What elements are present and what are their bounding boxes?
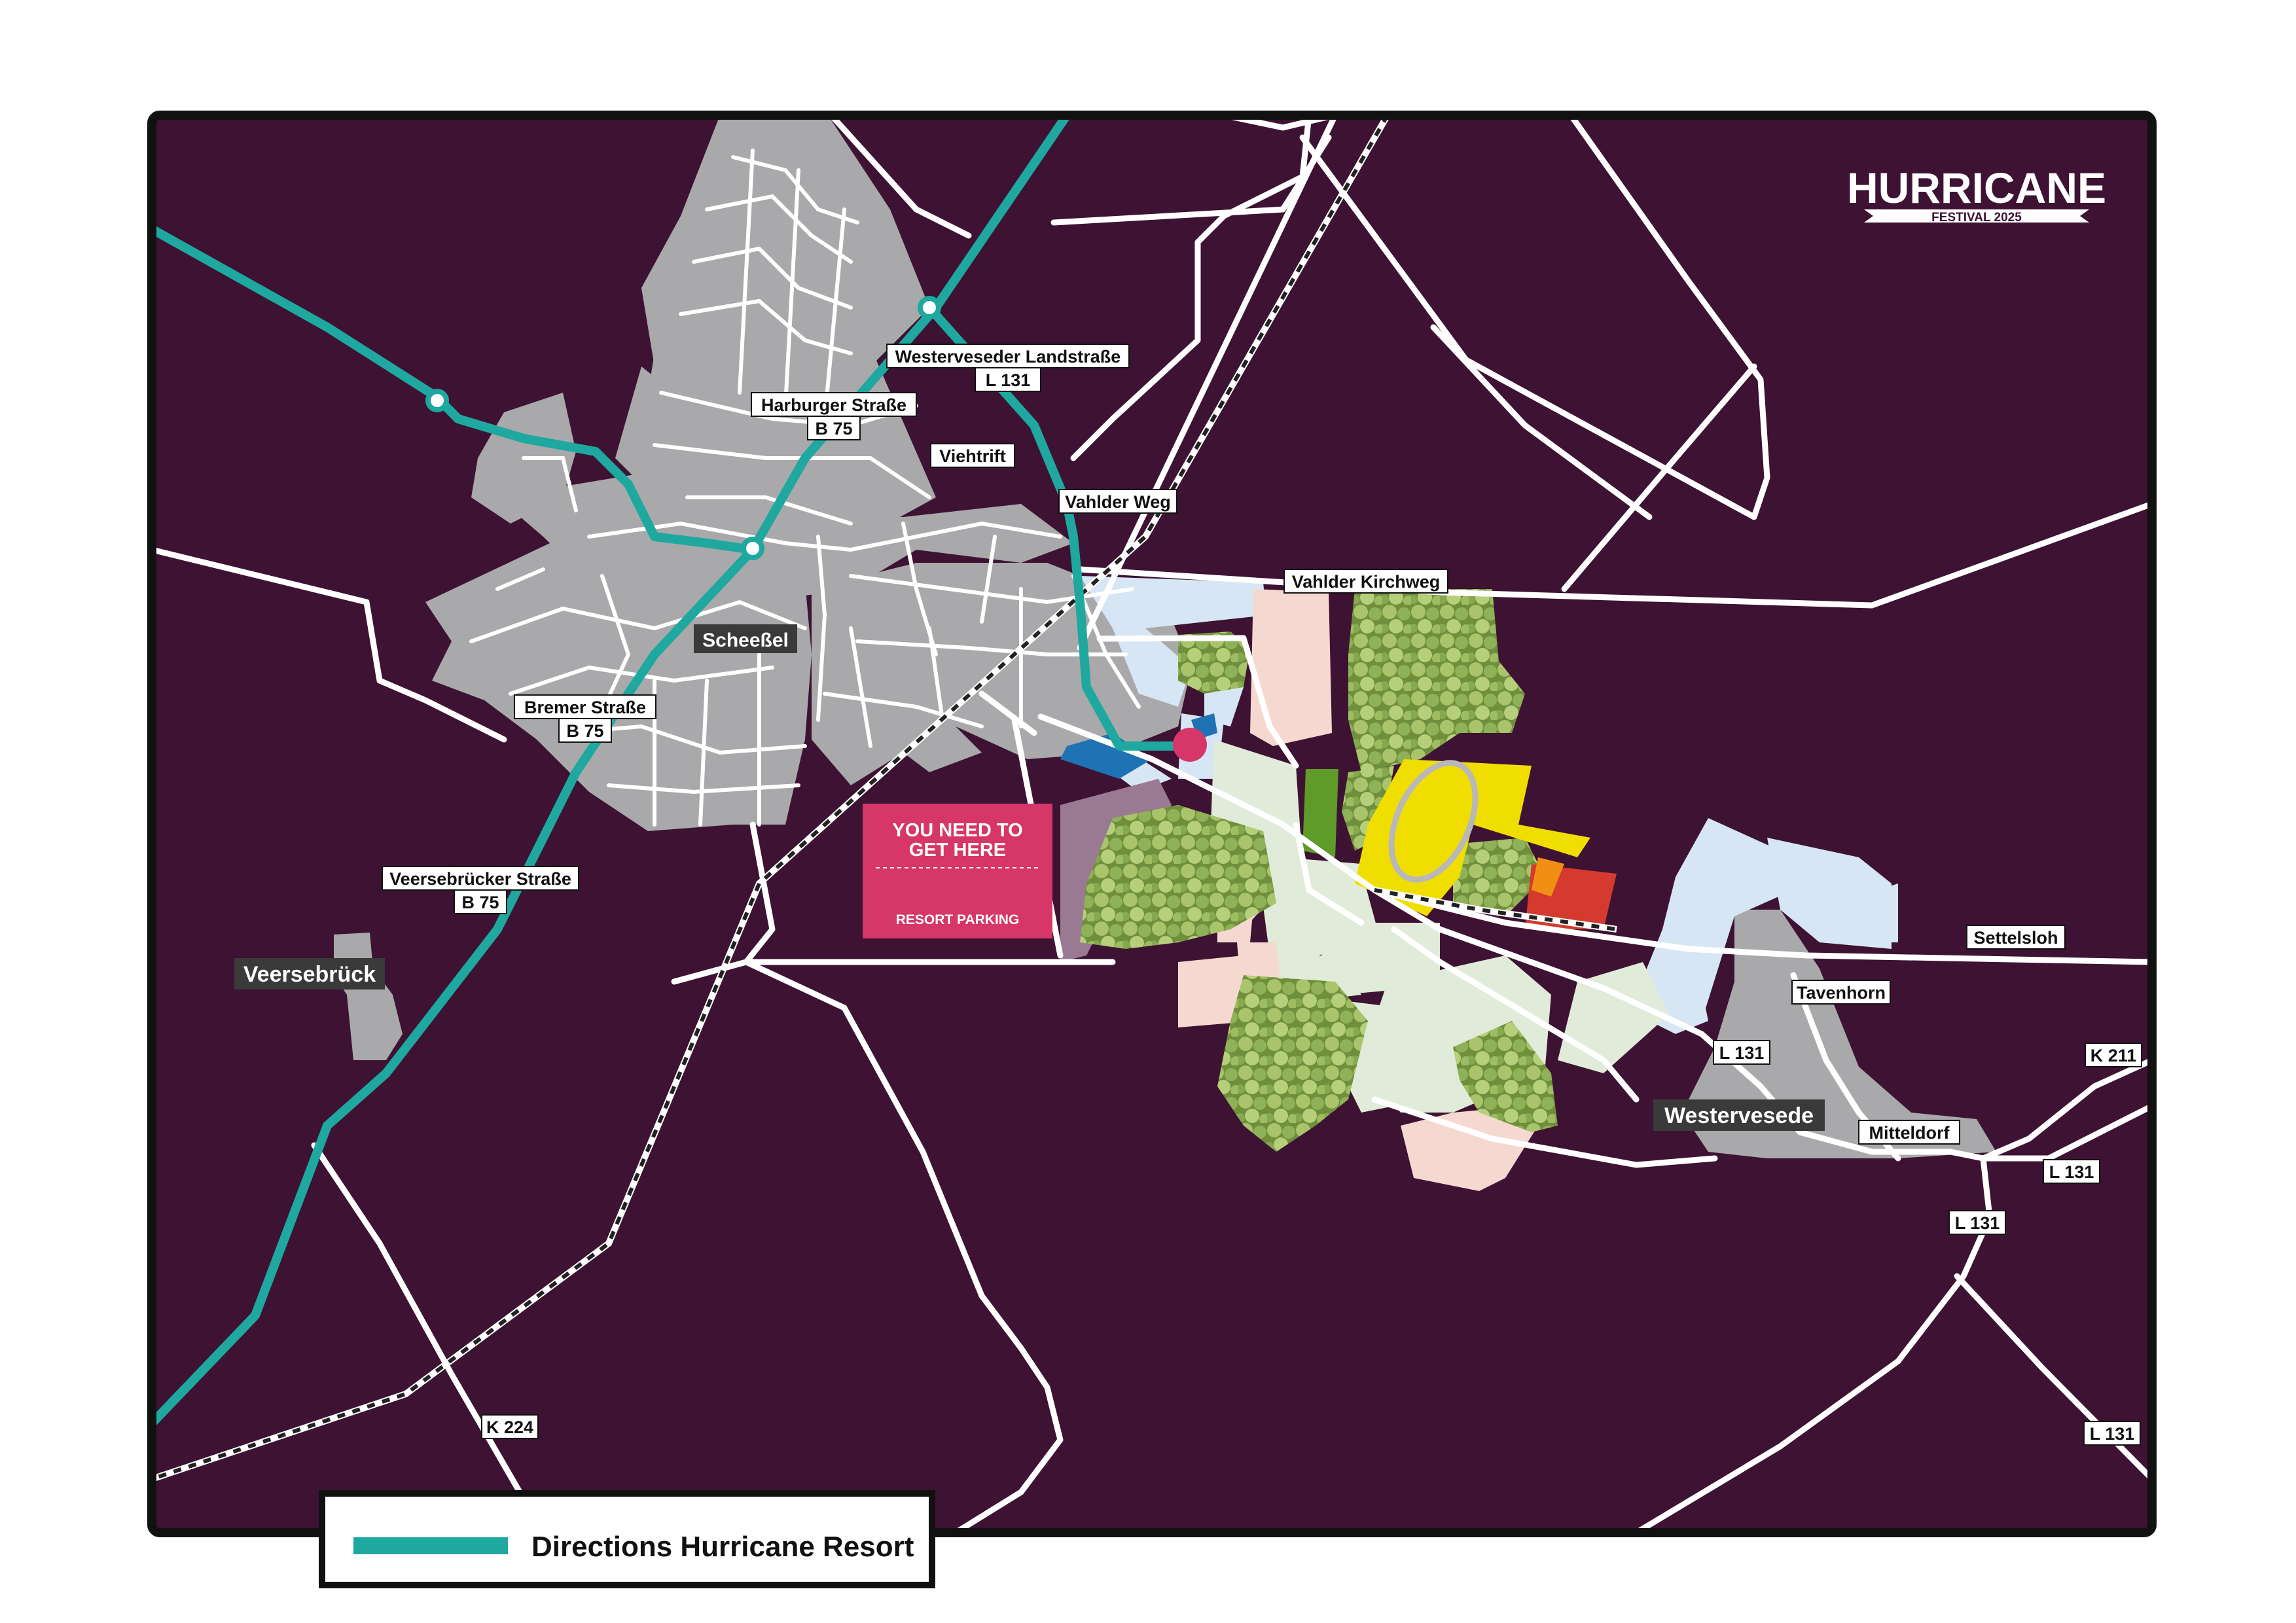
svg-text:L 131: L 131 [986, 370, 1031, 390]
svg-text:L 131: L 131 [1719, 1043, 1765, 1063]
town-label-veersebrueck: Veersebrück [234, 958, 385, 990]
parking-headline-2: GET HERE [909, 840, 1006, 861]
brand-ribbon [1864, 209, 2089, 223]
road-label-vahlder-weg: Vahlder Weg [1058, 489, 1177, 514]
svg-text:Bremer Straße: Bremer Straße [524, 698, 646, 717]
hurricane-logo: HURRICANE FESTIVAL 2025 [1847, 164, 2106, 224]
town-streets [469, 149, 1141, 827]
forest-areas [1080, 589, 1558, 1152]
svg-text:Harburger Straße: Harburger Straße [761, 395, 906, 415]
svg-text:Viehtrift: Viehtrift [939, 446, 1006, 466]
road-label-veersebruecker-strasse: Veersebrücker Straße B 75 [382, 866, 579, 914]
map-legend: Directions Hurricane Resort [319, 1490, 935, 1588]
town-label-westervesede: Westervesede [1653, 1099, 1825, 1131]
road-label-k224: K 224 [481, 1414, 539, 1439]
svg-text:Veersebrück: Veersebrück [243, 962, 376, 987]
town-label-scheessel: Scheeßel [694, 624, 797, 653]
map-frame [147, 111, 2157, 1537]
road-label-tavenhorn: Tavenhorn [1791, 980, 1891, 1005]
route-roundabouts [425, 296, 941, 560]
resort-parking-sign: YOU NEED TO GET HERE RESORT PARKING [863, 804, 1052, 938]
legend-label: Directions Hurricane Resort [531, 1531, 914, 1563]
road-label-bremer-strasse: Bremer Straße B 75 [514, 694, 656, 743]
road-label-mitteldorf: Mitteldorf [1858, 1120, 1960, 1145]
brand-title: HURRICANE [1847, 164, 2106, 212]
svg-text:K 224: K 224 [486, 1418, 533, 1437]
brand-subtitle: FESTIVAL 2025 [1931, 211, 2022, 224]
svg-text:Vahlder Weg: Vahlder Weg [1065, 492, 1171, 512]
camping-areas [1080, 576, 1898, 1034]
svg-text:L 131: L 131 [2049, 1162, 2094, 1182]
svg-text:B 75: B 75 [566, 721, 603, 741]
svg-text:Scheeßel: Scheeßel [702, 630, 789, 651]
svg-text:Vahlder Kirchweg: Vahlder Kirchweg [1292, 572, 1441, 592]
road-label-l131-a: L 131 [1713, 1040, 1770, 1065]
road-network [152, 115, 2152, 1533]
road-label-l131-c: L 131 [1948, 1210, 2006, 1235]
svg-text:B 75: B 75 [815, 419, 852, 438]
svg-text:Mitteldorf: Mitteldorf [1869, 1123, 1950, 1143]
svg-text:Westervesede: Westervesede [1664, 1103, 1814, 1128]
road-label-harburger-strasse: Harburger Straße B 75 [751, 392, 917, 440]
parking-subline: RESORT PARKING [896, 912, 1020, 927]
svg-text:Veersebrücker Straße: Veersebrücker Straße [389, 869, 571, 889]
road-label-settelsloh: Settelsloh [1966, 925, 2066, 950]
svg-text:Westerveseder Landstraße: Westerveseder Landstraße [895, 347, 1121, 366]
road-label-westerveseder-landstrasse: Westerveseder Landstraße L 131 [886, 344, 1130, 392]
accent-green-block [1302, 769, 1338, 857]
road-label-vahlder-kirchweg: Vahlder Kirchweg [1283, 569, 1448, 594]
svg-text:B 75: B 75 [461, 893, 499, 912]
parking-headline-1: YOU NEED TO [892, 820, 1022, 841]
svg-text:L 131: L 131 [1955, 1213, 2000, 1233]
accent-orange-block [1532, 857, 1564, 897]
railway [152, 115, 1617, 1482]
road-label-viehtrift: Viehtrift [930, 443, 1015, 468]
road-label-l131-d: L 131 [2083, 1421, 2141, 1446]
racetrack [1388, 760, 1479, 883]
road-label-k211: K 211 [2085, 1043, 2142, 1067]
svg-text:Tavenhorn: Tavenhorn [1797, 983, 1886, 1003]
svg-text:K 211: K 211 [2090, 1046, 2137, 1065]
road-label-l131-b: L 131 [2043, 1159, 2100, 1184]
svg-text:L 131: L 131 [2090, 1424, 2135, 1444]
svg-text:Settelsloh: Settelsloh [1973, 928, 2058, 948]
parking-sign-box [863, 804, 1052, 938]
destination-marker [1173, 728, 1207, 762]
